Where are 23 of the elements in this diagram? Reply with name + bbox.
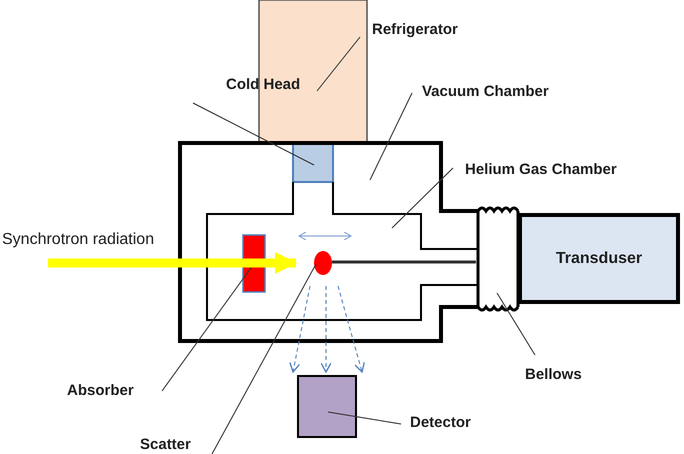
part-label: Helium Gas Chamber <box>465 161 617 179</box>
leader-line <box>212 264 316 454</box>
leader-line <box>496 292 536 356</box>
scatter-arrow <box>289 286 310 373</box>
transducer-box: Transduser <box>518 213 680 304</box>
part-label: Scatter <box>140 436 191 454</box>
leader-line <box>328 412 402 424</box>
part-label: Refrigerator <box>372 21 458 39</box>
part-label: Vacuum Chamber <box>422 83 549 101</box>
leader-line <box>370 92 412 180</box>
part-label: Cold Head <box>226 76 300 94</box>
scatter-arrow <box>320 286 332 373</box>
part-label: Absorber <box>67 382 134 400</box>
beam-label: Synchrotron radiation <box>2 231 154 249</box>
leader-line <box>162 264 254 392</box>
part-label: Bellows <box>525 366 582 384</box>
scatter-arrow <box>338 286 366 373</box>
part-label: Detector <box>410 414 471 432</box>
leader-line <box>392 168 454 228</box>
leader-line <box>316 36 360 92</box>
sample-rod <box>332 260 476 264</box>
leader-line <box>192 102 314 166</box>
beam-arrow <box>48 252 297 274</box>
